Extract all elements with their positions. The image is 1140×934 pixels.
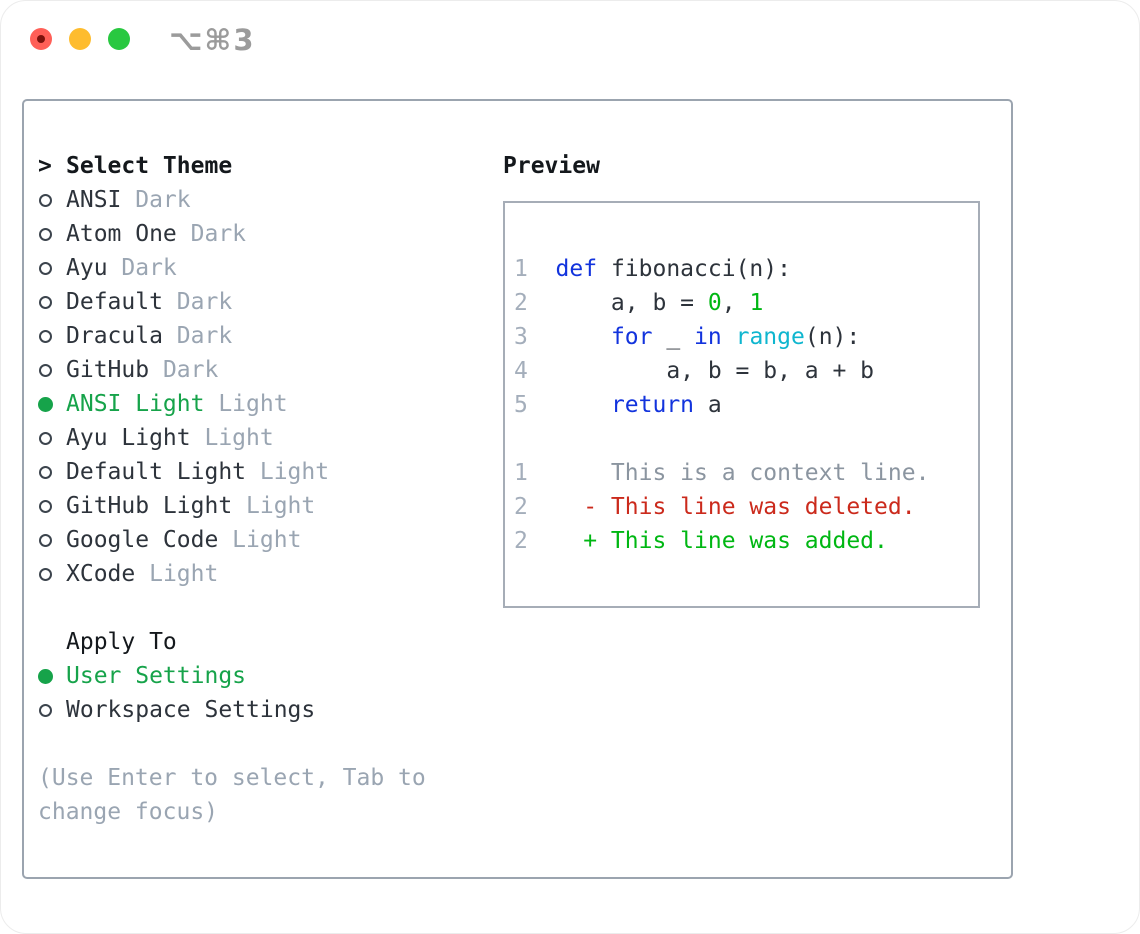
theme-variant-label: Dark xyxy=(162,323,233,349)
preview-heading: Preview xyxy=(503,153,600,179)
apply-option-user-settings[interactable]: User Settings xyxy=(38,659,426,693)
preview-column: Preview 1 def fibonacci(n): 2 a, b = 0, 1… xyxy=(503,149,980,608)
preview-box: 1 def fibonacci(n): 2 a, b = 0, 1 3 for _ … xyxy=(503,201,980,608)
apply-option-label: User Settings xyxy=(66,663,247,689)
help-text-line: (Use Enter to select, Tab to xyxy=(38,765,426,791)
radio-icon xyxy=(38,499,66,513)
theme-option-label: XCode xyxy=(66,561,136,587)
theme-variant-label: Light xyxy=(218,527,302,553)
radio-icon xyxy=(38,431,66,445)
select-theme-heading: > Select Theme xyxy=(38,149,426,183)
radio-icon xyxy=(38,567,66,581)
theme-option-dracula[interactable]: Dracula Dark xyxy=(38,319,426,353)
help-text-line: change focus) xyxy=(38,799,219,825)
radio-selected-icon xyxy=(38,396,66,412)
theme-variant-label: Light xyxy=(232,493,316,519)
code-line: 3 for _ in range(n): xyxy=(514,324,861,350)
theme-variant-label: Dark xyxy=(149,357,219,383)
apply-to-title: Apply To xyxy=(66,629,177,655)
theme-option-default-light[interactable]: Default Light Light xyxy=(38,455,426,489)
theme-option-label: GitHub Light xyxy=(66,493,233,519)
keyboard-shortcut-label: ⌥⌘3 xyxy=(169,23,256,57)
theme-option-google-code[interactable]: Google Code Light xyxy=(38,523,426,557)
prompt-icon: > xyxy=(38,153,52,179)
blank-line xyxy=(514,422,978,456)
theme-option-github-light[interactable]: GitHub Light Light xyxy=(38,489,426,523)
code-line: 2 a, b = 0, 1 xyxy=(514,290,764,316)
theme-option-label: Google Code xyxy=(66,527,219,553)
theme-option-label: Ayu Light xyxy=(66,425,191,451)
theme-option-ayu-light[interactable]: Ayu Light Light xyxy=(38,421,426,455)
theme-option-label: GitHub xyxy=(66,357,150,383)
theme-option-label: ANSI Light xyxy=(66,391,205,417)
zoom-button[interactable] xyxy=(108,28,130,50)
diff-preview: 1 This is a context line. 2 - This line w… xyxy=(514,456,978,558)
code-line: 1 def fibonacci(n): xyxy=(514,256,791,282)
theme-variant-label: Light xyxy=(246,459,330,485)
theme-option-ansi[interactable]: ANSI Dark xyxy=(38,183,426,217)
theme-variant-label: Dark xyxy=(107,255,177,281)
apply-option-workspace-settings[interactable]: Workspace Settings xyxy=(38,693,426,727)
theme-variant-label: Light xyxy=(135,561,219,587)
theme-option-default[interactable]: Default Dark xyxy=(38,285,426,319)
theme-option-label: Atom One xyxy=(66,221,177,247)
theme-option-xcode[interactable]: XCode Light xyxy=(38,557,426,591)
radio-icon xyxy=(38,363,66,377)
theme-option-label: Default Light xyxy=(66,459,247,485)
window-titlebar: ⌥⌘3 xyxy=(1,1,1139,73)
help-text: (Use Enter to select, Tab to change focu… xyxy=(38,761,426,829)
apply-option-label: Workspace Settings xyxy=(66,697,316,723)
code-line: 4 a, b = b, a + b xyxy=(514,358,875,384)
radio-icon xyxy=(38,465,66,479)
apply-to-heading: Apply To xyxy=(38,625,426,659)
radio-selected-icon xyxy=(38,668,66,684)
theme-variant-label: Dark xyxy=(121,187,191,213)
radio-icon xyxy=(38,227,66,241)
code-line: 5 return a xyxy=(514,392,722,418)
minimize-button[interactable] xyxy=(69,28,91,50)
radio-icon xyxy=(38,295,66,309)
theme-option-ansi-light[interactable]: ANSI Light Light xyxy=(38,387,426,421)
code-preview: 1 def fibonacci(n): 2 a, b = 0, 1 3 for _ … xyxy=(514,252,978,422)
diff-line-deleted: 2 - This line was deleted. xyxy=(514,494,916,520)
theme-option-label: Dracula xyxy=(66,323,163,349)
theme-option-atom-one[interactable]: Atom One Dark xyxy=(38,217,426,251)
radio-icon xyxy=(38,261,66,275)
radio-icon xyxy=(38,703,66,717)
close-icon xyxy=(37,35,45,43)
select-theme-title: Select Theme xyxy=(66,153,233,179)
radio-icon xyxy=(38,533,66,547)
theme-variant-label: Light xyxy=(190,425,274,451)
radio-icon xyxy=(38,329,66,343)
theme-option-label: ANSI xyxy=(66,187,122,213)
theme-option-label: Default xyxy=(66,289,163,315)
diff-line-added: 2 + This line was added. xyxy=(514,528,888,554)
diff-line-context: 1 This is a context line. xyxy=(514,460,930,486)
close-button[interactable] xyxy=(30,28,52,50)
theme-option-label: Ayu xyxy=(66,255,108,281)
theme-variant-label: Dark xyxy=(176,221,247,247)
theme-option-ayu[interactable]: Ayu Dark xyxy=(38,251,426,285)
theme-option-github[interactable]: GitHub Dark xyxy=(38,353,426,387)
theme-variant-label: Light xyxy=(204,391,288,417)
theme-variant-label: Dark xyxy=(162,289,233,315)
spacer xyxy=(38,591,426,625)
spacer xyxy=(38,727,426,761)
radio-icon xyxy=(38,193,66,207)
